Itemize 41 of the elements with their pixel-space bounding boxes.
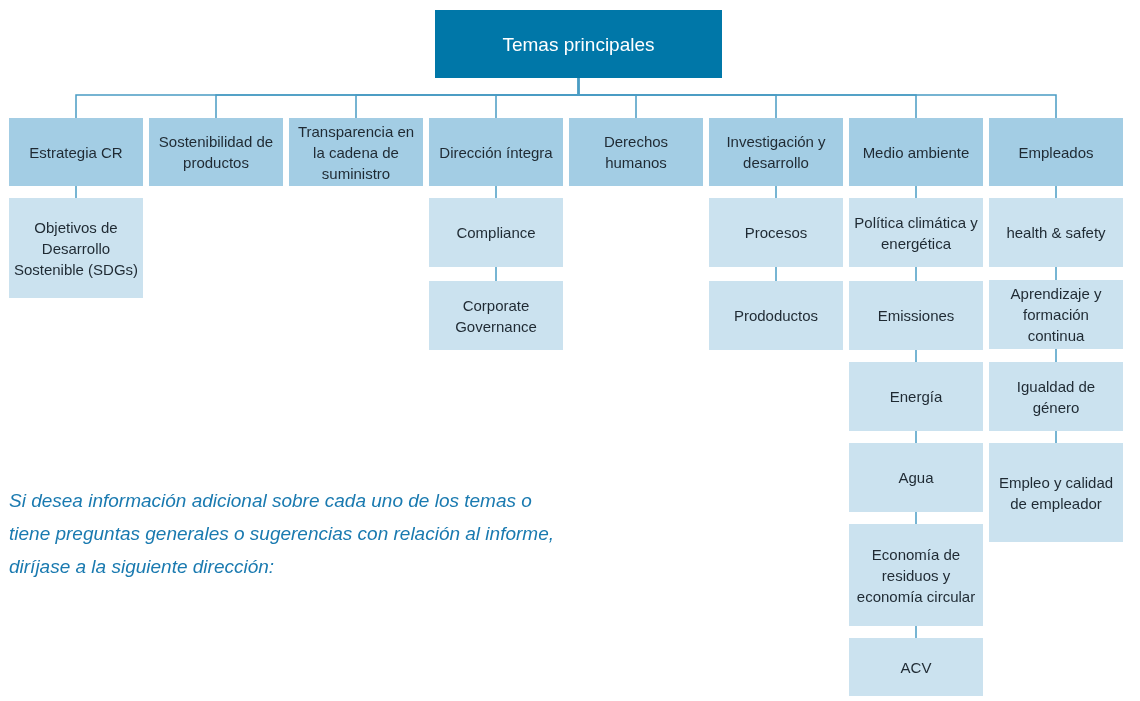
topic-box: Transparencia en la cadena de suministro: [289, 118, 423, 186]
connector-line: [915, 430, 917, 444]
connector-line: [915, 625, 917, 639]
connector-line: [915, 185, 917, 199]
topic-box: Investigación y desarrollo: [709, 118, 843, 186]
connector-line: [75, 185, 77, 199]
topic-box: Dirección íntegra: [429, 118, 563, 186]
connector-line: [1055, 430, 1057, 444]
subtopic-box: ACV: [849, 638, 983, 696]
topic-box: Medio ambiente: [849, 118, 983, 186]
topic-box: Estrategia CR: [9, 118, 143, 186]
subtopic-box: Economía de residuos y economía circular: [849, 524, 983, 626]
subtopic-box: Compliance: [429, 198, 563, 267]
topic-box: Derechos humanos: [569, 118, 703, 186]
topic-box: Empleados: [989, 118, 1123, 186]
connector-line: [915, 511, 917, 525]
subtopic-box: Emissiones: [849, 281, 983, 350]
connector-line: [775, 266, 777, 282]
subtopic-box: Prodoductos: [709, 281, 843, 350]
connector-line: [915, 266, 917, 282]
subtopic-box: health & safety: [989, 198, 1123, 267]
root-topic-box: Temas principales: [435, 10, 722, 78]
subtopic-box: Empleo y calidad de empleador: [989, 443, 1123, 542]
connector-line: [1055, 185, 1057, 199]
topic-box: Sostenibilidad de productos: [149, 118, 283, 186]
subtopic-box: Aprendizaje y formación continua: [989, 280, 1123, 349]
connector-line: [1055, 266, 1057, 281]
subtopic-box: Energía: [849, 362, 983, 431]
connector-line: [775, 185, 777, 199]
subtopic-box: Corporate Governance: [429, 281, 563, 350]
connector-line: [495, 266, 497, 282]
connector-line: [577, 77, 1057, 119]
subtopic-box: Procesos: [709, 198, 843, 267]
subtopic-box: Agua: [849, 443, 983, 512]
subtopic-box: Política climática y energética: [849, 198, 983, 267]
subtopic-box: Igualdad de género: [989, 362, 1123, 431]
subtopic-box: Objetivos de Desarrollo Sostenible (SDGs): [9, 198, 143, 298]
contact-note: Si desea información adicional sobre cada uno de los temas o tiene preguntas generales o sugerencias con relación al informe, diríjase a la siguiente dirección:: [9, 489, 555, 579]
connector-line: [915, 349, 917, 363]
connector-line: [1055, 348, 1057, 363]
connector-line: [495, 185, 497, 199]
